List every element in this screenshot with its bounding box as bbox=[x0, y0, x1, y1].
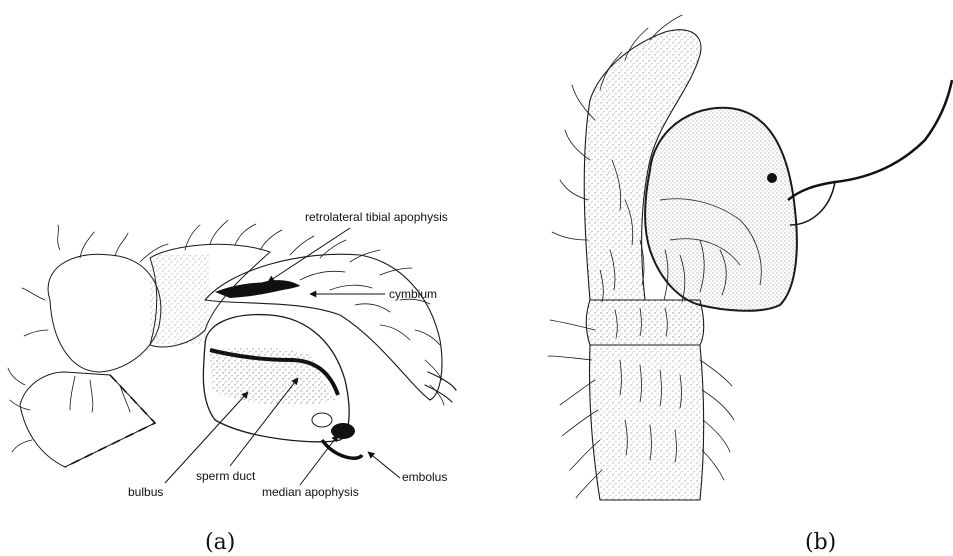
panel-b-drawing bbox=[548, 15, 952, 500]
panel-a-drawing bbox=[8, 220, 456, 467]
setae-a bbox=[8, 220, 444, 452]
median-apophysis-body bbox=[312, 413, 332, 427]
patella-segment bbox=[48, 254, 161, 372]
embolus bbox=[322, 440, 362, 458]
label-median-apophysis: median apophysis bbox=[262, 485, 359, 499]
caption-a: (a) bbox=[205, 530, 235, 555]
label-embolus: embolus bbox=[402, 470, 447, 484]
leader-median-apophysis bbox=[300, 435, 338, 485]
apophysis-tip bbox=[258, 280, 300, 291]
bulb-b-dot bbox=[767, 173, 777, 183]
label-retrolateral-tibial-apophysis: retrolateral tibial apophysis bbox=[305, 210, 448, 224]
tibia-stipple bbox=[150, 255, 210, 345]
basal-dashed-outline bbox=[65, 375, 155, 467]
label-cymbium: cymbium bbox=[389, 287, 437, 301]
label-bulbus: bulbus bbox=[128, 485, 163, 499]
caption-b: (b) bbox=[805, 530, 836, 555]
basal-segment bbox=[20, 372, 155, 467]
median-apophysis bbox=[331, 423, 355, 439]
leader-embolus bbox=[368, 452, 400, 478]
embolus-b bbox=[788, 80, 952, 200]
label-sperm-duct: sperm duct bbox=[196, 469, 256, 483]
leader-retrolateral bbox=[268, 228, 350, 282]
tibia-b-stipple bbox=[586, 300, 704, 345]
patella-b-stipple bbox=[589, 345, 703, 500]
bulbus-stipple bbox=[210, 348, 335, 405]
